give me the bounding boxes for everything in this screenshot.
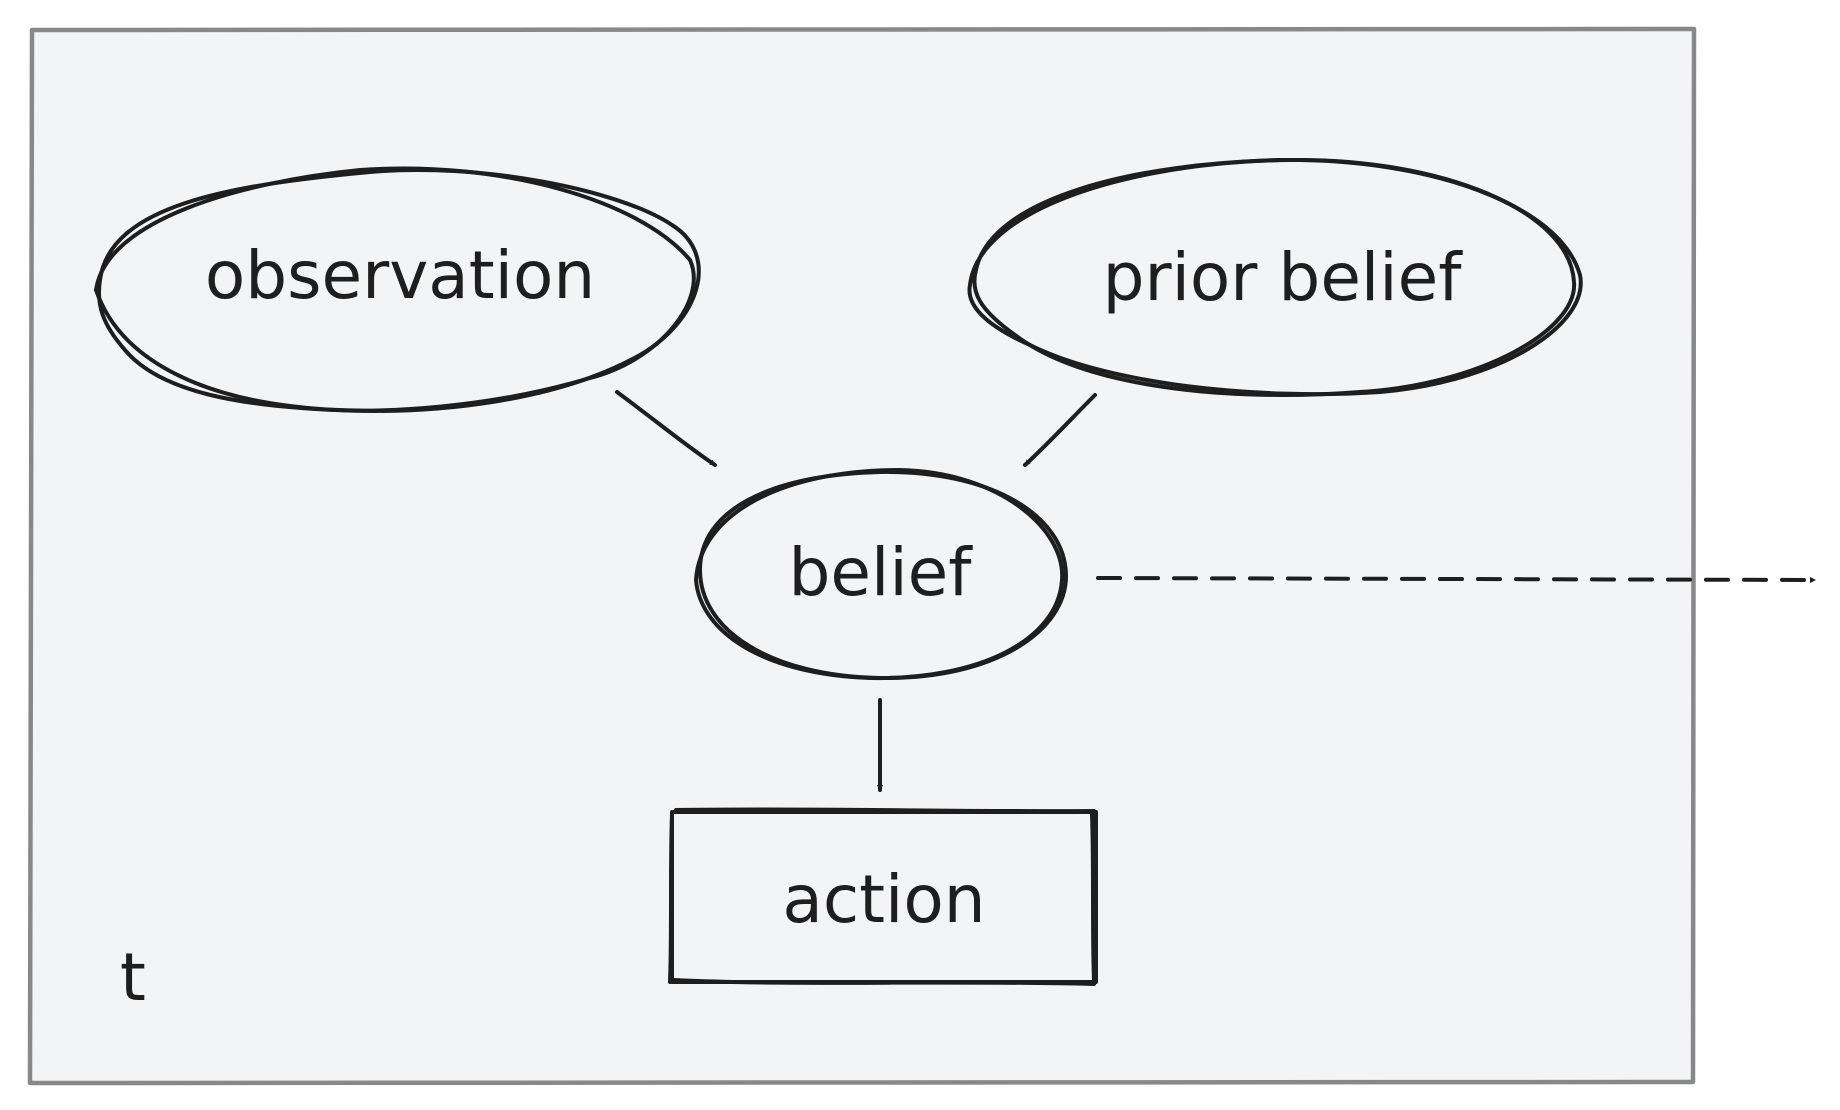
- arrow-prior-belief-to-belief: [1023, 393, 1097, 467]
- observation-ellipse-sketch: [94, 166, 696, 413]
- belief-node[interactable]: belief: [694, 468, 1069, 681]
- prior-belief-ellipse-sketch: [967, 157, 1583, 397]
- arrow-belief-to-next-step: [1096, 576, 1817, 583]
- action-node[interactable]: action: [668, 807, 1098, 986]
- edges: [615, 390, 1817, 792]
- belief-ellipse-sketch: [694, 468, 1065, 681]
- time-frame-label: t: [120, 939, 146, 1016]
- observation-label: observation: [205, 237, 595, 314]
- action-box-sketch: [668, 807, 1096, 986]
- belief-label: belief: [788, 534, 973, 611]
- action-label: action: [782, 861, 985, 938]
- prior-belief-node[interactable]: prior belief: [967, 157, 1583, 397]
- arrow-observation-to-belief: [615, 390, 717, 467]
- observation-node[interactable]: observation: [94, 166, 701, 413]
- time-frame-border: [27, 26, 1697, 1086]
- time-frame: t: [27, 26, 1697, 1086]
- prior-belief-label: prior belief: [1103, 239, 1464, 316]
